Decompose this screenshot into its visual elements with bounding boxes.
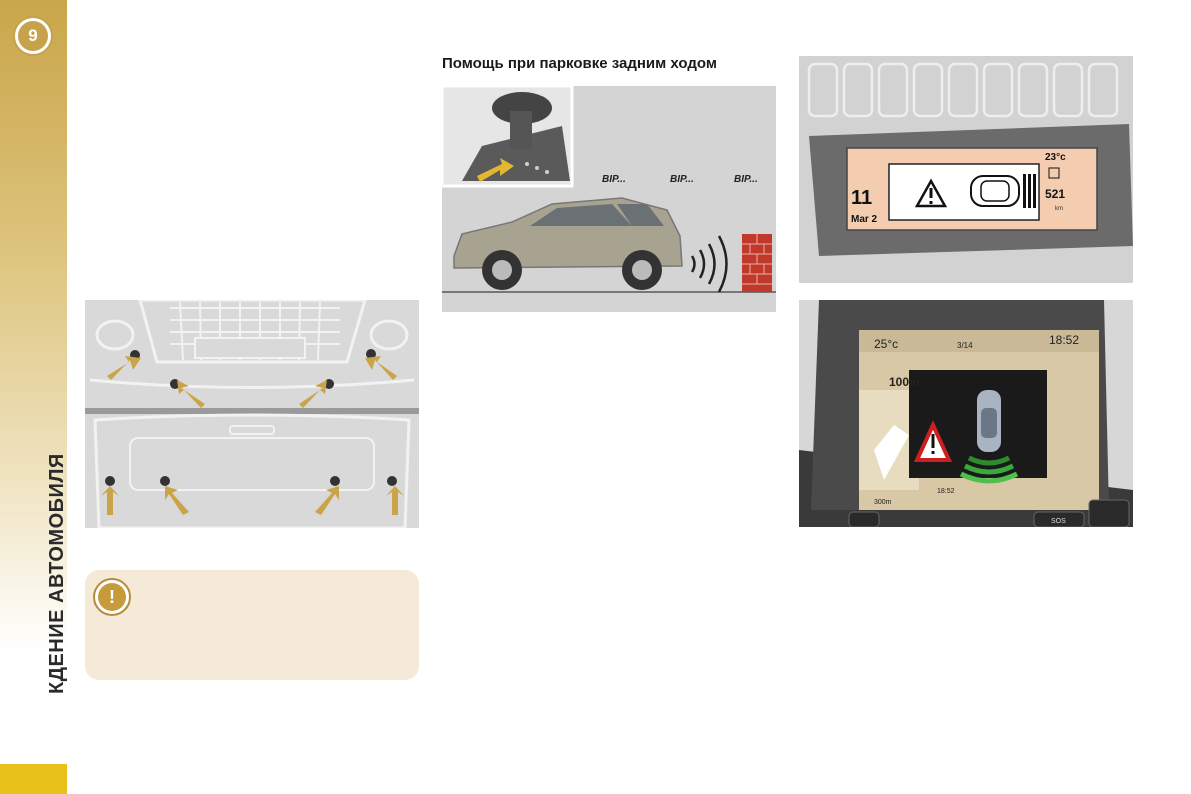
chapter-sidebar xyxy=(0,0,67,794)
display-temperature: 23°c xyxy=(1045,152,1066,163)
beep-label: BIP... xyxy=(602,174,626,185)
exclamation-mark: ! xyxy=(98,583,126,611)
display-distance: 521 xyxy=(1045,187,1065,201)
bumper-sensors-figure xyxy=(85,300,419,528)
multimedia-screen-figure: 25°c 3/14 18:52 100m 300m 18:52 SOS xyxy=(799,300,1133,527)
screen-bottom-distance: 300m xyxy=(874,499,892,506)
display-distance-unit: km xyxy=(1055,206,1063,212)
reverse-parking-illustration: BIP... BIP... BIP... xyxy=(442,86,776,312)
warning-note-box: ! xyxy=(85,570,419,680)
flag-icon xyxy=(1048,167,1060,179)
sos-label: SOS xyxy=(1051,518,1066,525)
brand-button xyxy=(1088,499,1130,527)
instrument-display-illustration: 11 Mar 2 23°c 521 km xyxy=(799,56,1133,283)
display-big-number: 11 xyxy=(851,187,872,209)
instrument-display-figure: 11 Mar 2 23°c 521 km xyxy=(799,56,1133,283)
page-heading: Помощь при парковке задним ходом xyxy=(442,55,717,72)
bumper-sensors-illustration xyxy=(85,300,419,528)
sos-button xyxy=(1033,511,1085,527)
exclamation-icon: ! xyxy=(93,578,131,616)
screen-bottom-time: 18:52 xyxy=(937,488,955,495)
sidebar-footer-bar xyxy=(0,764,67,794)
screen-temperature: 25°c xyxy=(874,337,898,351)
display-date: Mar 2 xyxy=(851,214,878,225)
reverse-parking-figure: BIP... BIP... BIP... xyxy=(442,86,776,312)
section-title: КДЕНИЕ АВТОМОБИЛЯ xyxy=(46,453,68,694)
screen-time: 18:52 xyxy=(1049,333,1079,347)
chapter-number: 9 xyxy=(18,21,48,51)
screen-track: 3/14 xyxy=(957,341,973,350)
beep-label: BIP... xyxy=(734,174,758,185)
menu-button xyxy=(848,511,880,527)
multimedia-screen-illustration: 25°c 3/14 18:52 100m 300m 18:52 SOS xyxy=(799,300,1133,527)
beep-label: BIP... xyxy=(670,174,694,185)
chapter-badge: 9 xyxy=(13,16,53,56)
screen-nav-distance: 100m xyxy=(889,375,920,389)
